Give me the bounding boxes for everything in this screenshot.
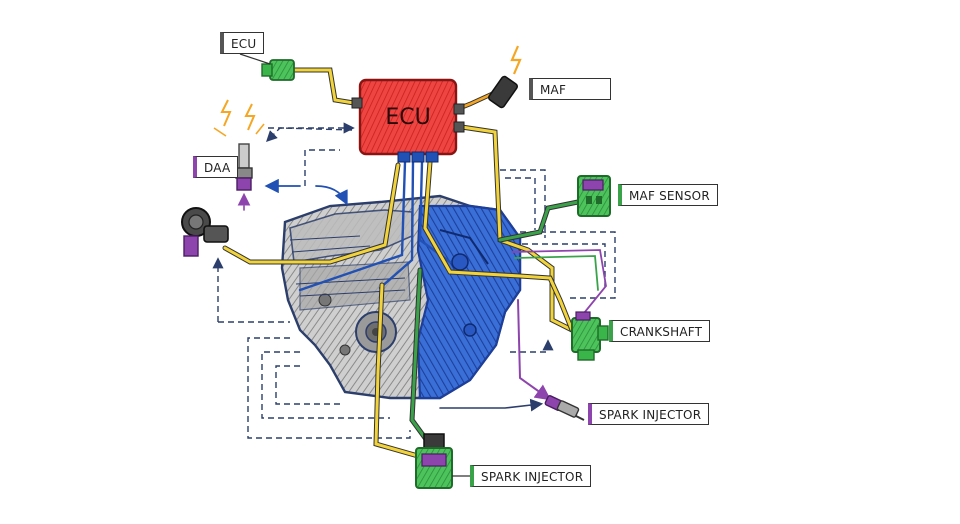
- label-spark-injector-bottom: SPARK INJECTOR: [470, 465, 592, 487]
- lightning-icon: [510, 45, 522, 75]
- lightning-icon: [244, 103, 256, 131]
- crankshaft-sensor-icon: [571, 311, 609, 361]
- label-maf: MAF: [529, 78, 611, 100]
- label-ecu: ECU: [220, 32, 265, 54]
- spark-injector-right-icon: [544, 395, 585, 421]
- fuel-sensor-icon: [181, 207, 229, 257]
- wires: [222, 67, 607, 459]
- lightning-icon: [220, 99, 232, 127]
- label-maf-sensor: MAF SENSOR: [618, 184, 718, 206]
- label-daa: DAA: [193, 156, 239, 178]
- ecu-connector-icon: [239, 53, 295, 81]
- maf-plug-icon: [488, 45, 522, 109]
- engine-block: [280, 194, 522, 400]
- spark-injector-bottom-icon: [415, 433, 472, 489]
- label-spark-injector-right: SPARK INJECTOR: [588, 403, 710, 425]
- ecu-unit: ECU: [351, 78, 465, 163]
- dashed-routes: [212, 122, 616, 439]
- daa-sensor-icon: [213, 99, 265, 191]
- maf-sensor-icon: [577, 175, 611, 217]
- ecu-box-label: ECU: [385, 105, 430, 130]
- label-crankshaft: CRANKSHAFT: [609, 320, 711, 342]
